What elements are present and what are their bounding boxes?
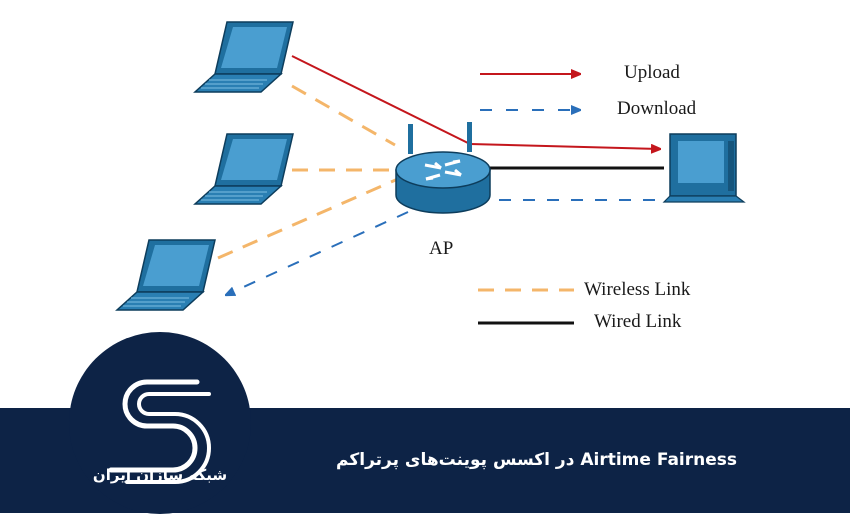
legend-wired-label: Wired Link — [594, 311, 682, 332]
laptop-icon — [116, 239, 216, 311]
wireless-link-laptop-3 — [217, 176, 401, 260]
upload-path-b — [469, 143, 660, 149]
wireless-link-laptop-1 — [291, 84, 396, 147]
desktop-computer-icon — [662, 133, 746, 203]
page-headline: Airtime Fairness در اکسس پوینت‌های پرترا… — [336, 450, 737, 470]
laptop-icon — [194, 133, 294, 205]
legend-download-label: Download — [617, 98, 697, 119]
router-icon — [395, 122, 491, 214]
brand-logo-mark — [108, 379, 211, 484]
upload-path-a — [291, 55, 471, 145]
brand-name: شبکه سازان ایران — [92, 466, 228, 484]
legend-upload-label: Upload — [624, 62, 680, 83]
ap-label: AP — [429, 238, 454, 259]
brand-logo — [69, 332, 251, 514]
download-path-b — [226, 211, 409, 295]
laptop-icon — [194, 21, 294, 93]
legend-wireless-label: Wireless Link — [584, 279, 691, 300]
